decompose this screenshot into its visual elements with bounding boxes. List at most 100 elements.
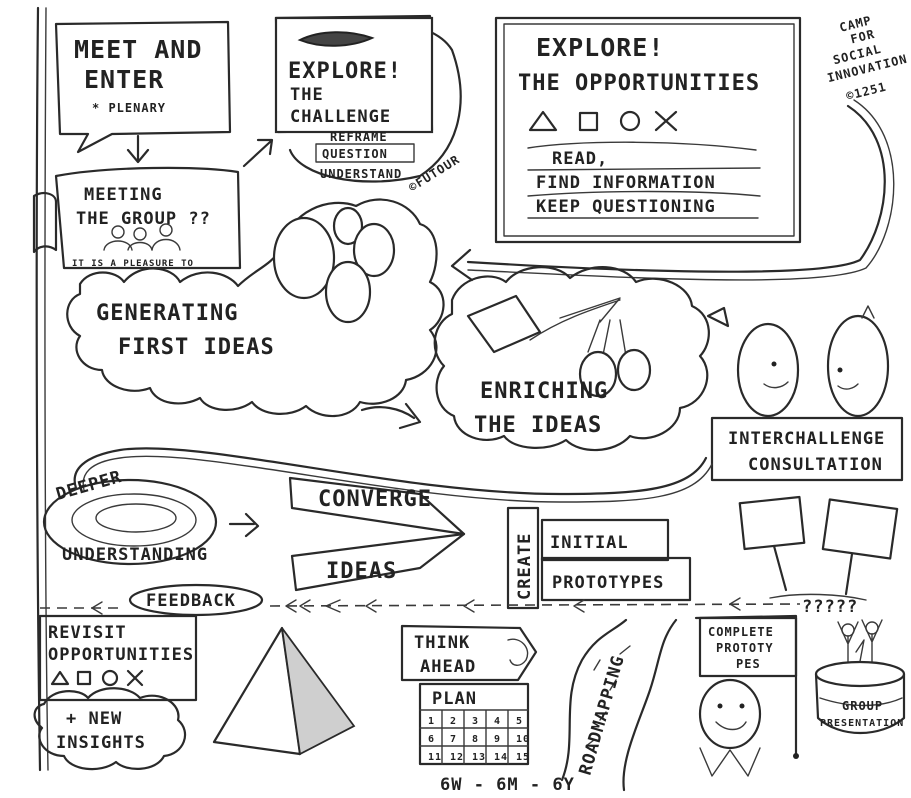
meeting-pleasure: IT IS A PLEASURE TO (72, 259, 194, 269)
new-insights-cloud: + NEW INSIGHTS (33, 687, 187, 771)
meeting-line-1: MEETING (84, 185, 163, 205)
explore-opp-2: THE OPPORTUNITIES (518, 71, 760, 96)
revisit-circle-icon (101, 669, 119, 687)
meet-line-1: MEET AND (74, 35, 202, 64)
roadmapping: ROADMAPPING (560, 618, 678, 792)
revisit-opportunities: REVISIT OPPORTUNITIES (38, 614, 198, 702)
calendar-cell: 9 (494, 734, 501, 745)
enriching-ideas-cloud: ENRICHING THE IDEAS (433, 266, 710, 452)
meet-and-enter-box: MEET AND ENTER * PLENARY (54, 20, 232, 154)
ideas-label: IDEAS (326, 559, 397, 584)
converge-label: CONVERGE (318, 487, 432, 512)
create-label: CREATE (515, 533, 535, 600)
marker-icon (297, 31, 375, 47)
explore-challenge-3: CHALLENGE (290, 107, 391, 127)
calendar-cell: 11 (428, 752, 442, 763)
opp-step-1: READ, (552, 149, 608, 169)
calendar-cell: 5 (516, 716, 523, 727)
opp-step-3: KEEP QUESTIONING (536, 197, 716, 217)
insights-line-1: + NEW (66, 709, 122, 729)
camp-stamp: CAMP FOR SOCIAL INNOVATION ©1251 (826, 13, 909, 104)
book-icon (466, 294, 542, 354)
complete-line-3: PES (736, 657, 761, 671)
create-prototypes: CREATE INITIAL PROTOTYPES (506, 506, 692, 610)
complete-line-1: COMPLETE (708, 625, 774, 639)
presentation-label: PRESENTATION (820, 718, 904, 729)
explore-challenge-1: EXPLORE! (288, 59, 402, 84)
meet-line-2: ENTER (84, 65, 164, 94)
group-label: GROUP (842, 699, 883, 713)
calendar-cell: 10 (516, 734, 530, 745)
calendar-cell: 7 (450, 734, 457, 745)
group-presentation: ????? GROUP PRESENTATION (802, 597, 906, 734)
connector-curve-2 (467, 99, 895, 281)
explore-challenge-box: EXPLORE! THE CHALLENGE REFRAME QUESTION … (274, 14, 462, 183)
calendar-cell: 13 (472, 752, 486, 763)
interchallenge-line-2: CONSULTATION (748, 455, 883, 475)
complete-line-2: PROTOTY (716, 641, 774, 655)
calendar-cell: 1 (428, 716, 435, 727)
think-ahead: THINK AHEAD (400, 624, 538, 682)
interchallenge-area: INTERCHALLENGE CONSULTATION (706, 305, 904, 482)
deeper-line-1: DEEPER (54, 467, 124, 505)
face-right-icon (826, 314, 890, 418)
triangle-icon (528, 110, 558, 132)
revisit-square-icon (76, 670, 92, 686)
head-profile-icon (507, 638, 529, 666)
horizon-label: 6W - 6M - 6Y (440, 775, 575, 795)
converge-ideas: CONVERGE IDEAS (288, 476, 466, 592)
revisit-line-1: REVISIT (48, 623, 127, 643)
stamp-line-2: FOR (849, 27, 876, 47)
calendar-cell: 4 (494, 716, 501, 727)
question-marks: ????? (802, 597, 858, 617)
calendar-cell: 2 (450, 716, 457, 727)
complete-prototypes: COMPLETE PROTOTY PES (694, 614, 799, 777)
revisit-triangle-icon (50, 670, 70, 686)
explore-opportunities-box: EXPLORE! THE OPPORTUNITIES READ, FIND IN… (494, 16, 802, 244)
arrow-head-icon (706, 306, 730, 328)
ahead-label: AHEAD (420, 657, 476, 677)
calendar-cell: 14 (494, 752, 508, 763)
initial-label: INITIAL (550, 533, 629, 553)
group-people-icon (103, 223, 181, 251)
stamp-line-5: ©1251 (845, 80, 888, 104)
wavy-connector (73, 447, 708, 496)
question-label: QUESTION (322, 147, 388, 161)
reframe-label: REFRAME (330, 130, 388, 144)
understand-label: UNDERSTAND (320, 167, 402, 181)
generating-line-2: FIRST IDEAS (118, 335, 275, 360)
up-right-arrow-icon (242, 138, 274, 168)
plan-label: PLAN (432, 689, 477, 709)
feedback-label: FEEDBACK (146, 591, 236, 611)
meeting-group-box: MEETING THE GROUP ?? IT IS A PLEASURE TO (32, 166, 242, 270)
generating-ideas-cloud: GENERATING FIRST IDEAS (66, 198, 445, 418)
calendar-cell: 12 (450, 752, 464, 763)
enriching-line-2: THE IDEAS (474, 413, 602, 438)
calendar-cell: 6 (428, 734, 435, 745)
revisit-cross-icon (126, 669, 144, 687)
face-left-icon (736, 322, 800, 418)
left-margin-line (35, 6, 42, 772)
smiling-face-icon (698, 678, 762, 750)
insights-line-2: INSIGHTS (56, 733, 146, 753)
opp-step-2: FIND INFORMATION (536, 173, 716, 193)
arrow-right-icon (228, 512, 260, 538)
deeper-understanding: DEEPER UNDERSTANDING (42, 467, 218, 566)
new-prototypes-pyramid (212, 626, 356, 756)
feedback-loop: FEEDBACK (40, 583, 801, 617)
circle-icon (619, 110, 641, 132)
square-icon (578, 111, 599, 132)
wavy-connector-2 (82, 455, 713, 503)
meet-plenary: * PLENARY (92, 101, 166, 115)
deeper-line-2: UNDERSTANDING (62, 545, 208, 565)
think-label: THINK (414, 633, 470, 653)
interchallenge-line-1: INTERCHALLENGE (728, 429, 885, 449)
down-arrow-icon (126, 134, 150, 164)
right-arrow-icon (360, 402, 422, 430)
cross-icon (654, 110, 678, 132)
explore-challenge-2: THE (290, 85, 324, 105)
explore-opp-1: EXPLORE! (536, 33, 664, 62)
